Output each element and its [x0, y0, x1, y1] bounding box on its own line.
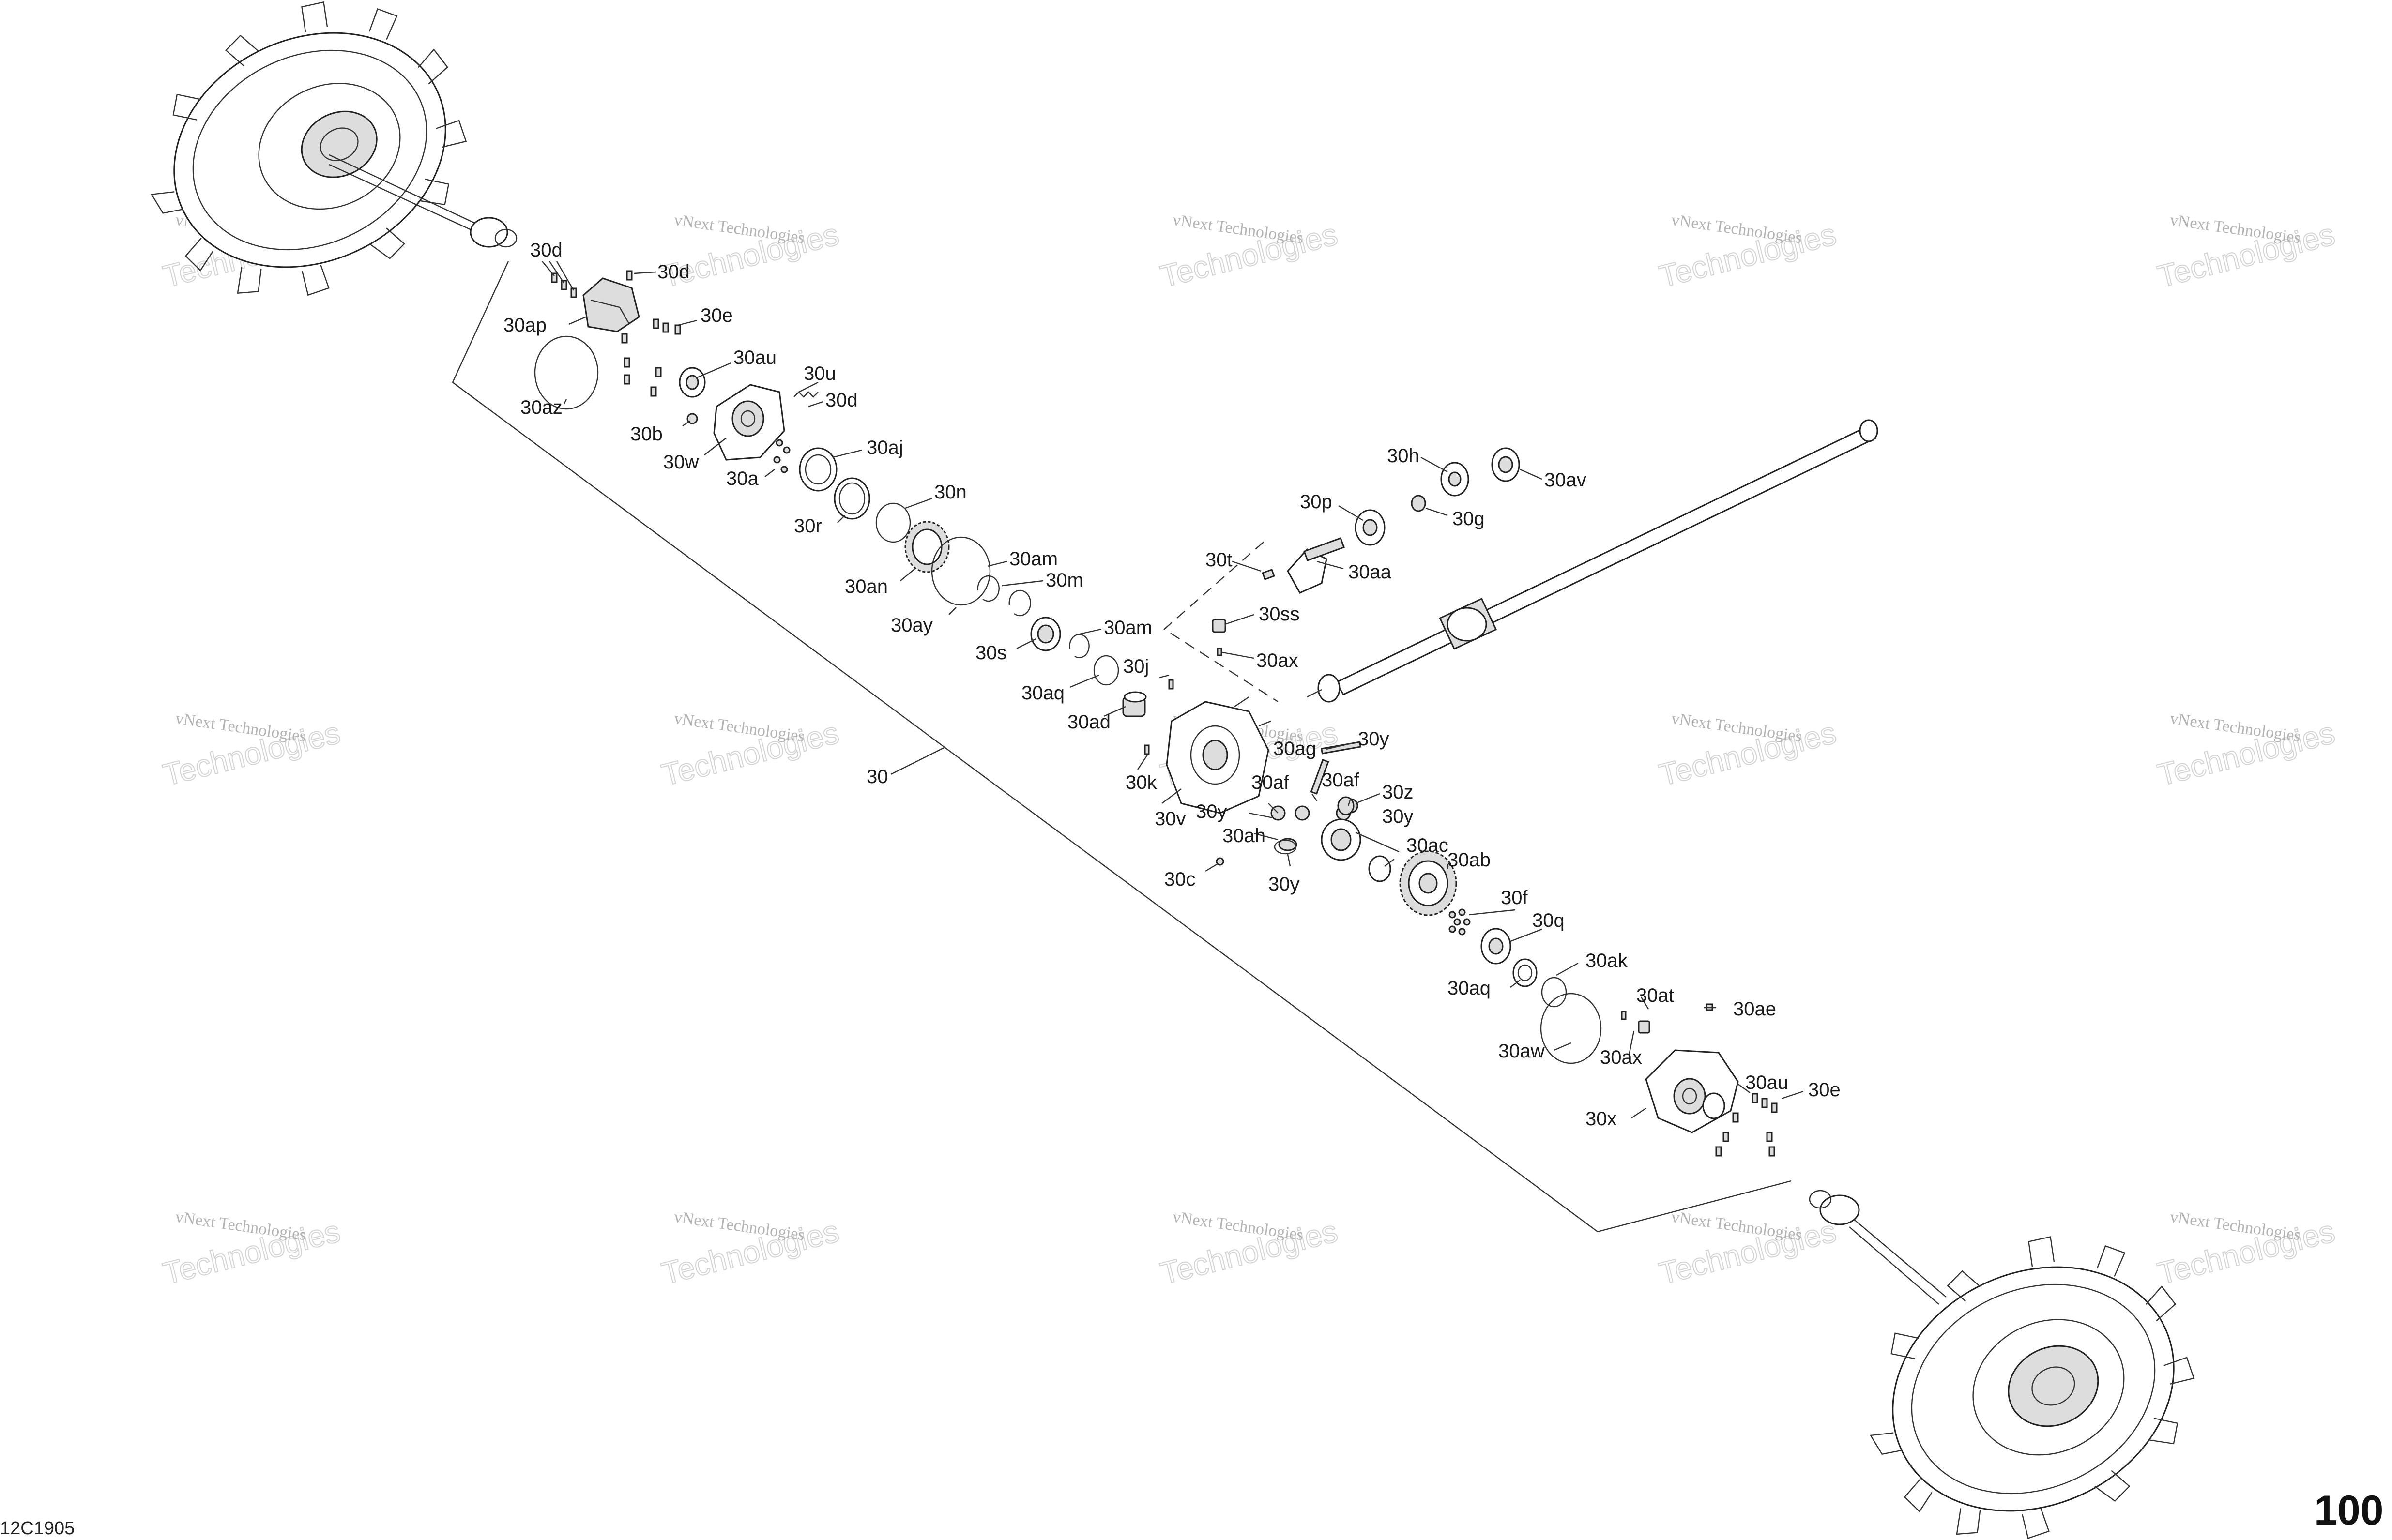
- callout-label: 30j: [1123, 656, 1149, 677]
- callout-label: 30z: [1382, 782, 1414, 803]
- watermark: vNext Technologies Technologies: [1655, 710, 1840, 793]
- callout-label: 30ss: [1259, 604, 1300, 625]
- callout-label: 30r: [794, 515, 822, 537]
- callout-label: 30aj: [867, 437, 903, 458]
- callout-label: 30ak: [1585, 950, 1628, 971]
- callout-label: 30y: [1268, 874, 1300, 895]
- callout-label: 30h: [1387, 445, 1419, 467]
- callout-label: 30ax: [1256, 650, 1298, 671]
- callout-label: 30y: [1358, 728, 1389, 750]
- bolt-set: [1715, 1093, 1778, 1157]
- callout-label: 30aq: [1447, 978, 1491, 999]
- callout-label: 30az: [520, 397, 563, 418]
- callout-label: 30v: [1155, 808, 1186, 830]
- callout-label: 30g: [1452, 508, 1485, 529]
- callout-label: 30y: [1382, 806, 1414, 827]
- callout-label: 30t: [1205, 549, 1233, 571]
- callout-label: 30p: [1300, 491, 1332, 513]
- callout-label: 30ab: [1447, 849, 1491, 871]
- wheel-bottom-right: [1809, 1190, 2195, 1539]
- callout-label: 30ad: [1067, 711, 1111, 733]
- callout-label: 30d: [657, 261, 690, 283]
- callout-label: 30ah: [1222, 825, 1265, 846]
- drawing-code: 12C1905: [0, 1518, 75, 1539]
- callout-label: 30au: [733, 347, 777, 368]
- callout-label: 30q: [1532, 910, 1565, 931]
- callout-label: 30u: [804, 363, 836, 384]
- callout-label: 30aa: [1348, 561, 1392, 583]
- watermark: vNext Technologies Technologies: [1655, 1208, 1840, 1292]
- bolt-set: [1448, 908, 1471, 936]
- bolt-set: [551, 270, 633, 298]
- watermark: vNext Technologies Technologies: [658, 1208, 843, 1292]
- group-label: 30: [867, 766, 888, 787]
- watermark: vNext Technologies Technologies: [2154, 211, 2339, 295]
- callout-label: 30an: [845, 576, 888, 597]
- callout-label: 30x: [1585, 1108, 1617, 1130]
- callout-label: 30aw: [1498, 1041, 1545, 1062]
- callout-label: 30k: [1126, 772, 1157, 793]
- callout-label: 30f: [1501, 887, 1528, 908]
- callout-label: 30e: [1808, 1079, 1841, 1101]
- callout-label: 30ac: [1406, 835, 1448, 856]
- callout-label: 30aq: [1021, 682, 1065, 704]
- page-number: 100: [2314, 1487, 2384, 1534]
- callout-label: 30n: [934, 482, 967, 503]
- parts-lower-stack: [1448, 908, 1778, 1157]
- callout-label: 30d: [825, 390, 858, 411]
- callout-label: 30af: [1251, 772, 1290, 793]
- callout-label: 30ap: [503, 315, 547, 336]
- callout-label: 30am: [1009, 548, 1058, 570]
- callout-label: 30ay: [891, 615, 933, 636]
- callout-label: 30ag: [1273, 738, 1316, 759]
- callout-label: 30am: [1104, 617, 1152, 638]
- callout-label: 30d: [530, 240, 563, 261]
- callout-label: 30c: [1164, 869, 1196, 890]
- bolt-set: [621, 318, 681, 397]
- prop-shaft: [1307, 419, 1878, 703]
- watermark: vNext Technologies Technologies: [1655, 211, 1840, 295]
- watermark: vNext Technologies Technologies: [658, 710, 843, 793]
- callout-label: 30s: [975, 642, 1007, 664]
- callout-label: 30af: [1322, 770, 1360, 791]
- parts-middle-stack: [834, 477, 1174, 717]
- assembly-bracket: 30: [452, 261, 1792, 1233]
- callout-label: 30ae: [1733, 998, 1776, 1020]
- watermark: vNext Technologies Technologies: [1157, 211, 1341, 295]
- callout-label: 30at: [1636, 985, 1674, 1006]
- wheel-top-left: [151, 1, 518, 296]
- callout-label: 30b: [630, 423, 663, 445]
- watermark: vNext Technologies Technologies: [1157, 1208, 1341, 1292]
- leader-lines: [542, 261, 1804, 1118]
- watermark: vNext Technologies Technologies: [2154, 1208, 2339, 1292]
- watermark: vNext Technologies Technologies: [159, 1208, 344, 1292]
- callout-label: 30av: [1544, 469, 1586, 491]
- callout-label: 30au: [1745, 1072, 1788, 1093]
- parts-upper-cover: [534, 270, 838, 492]
- callout-label: 30y: [1196, 801, 1227, 822]
- callout-label: 30m: [1046, 570, 1083, 591]
- callout-label: 30ax: [1600, 1047, 1642, 1068]
- watermark: vNext Technologies Technologies: [159, 710, 344, 793]
- callout-label: 30e: [701, 305, 733, 326]
- callout-label: 30a: [726, 468, 759, 489]
- callout-label: 30w: [663, 452, 699, 473]
- watermark: vNext Technologies Technologies: [2154, 710, 2339, 793]
- parts-housing: [1144, 447, 1520, 916]
- callout-labels: 30d 30d 30ap 30e 30au 30u 30d 30az 30b 3…: [503, 240, 1841, 1130]
